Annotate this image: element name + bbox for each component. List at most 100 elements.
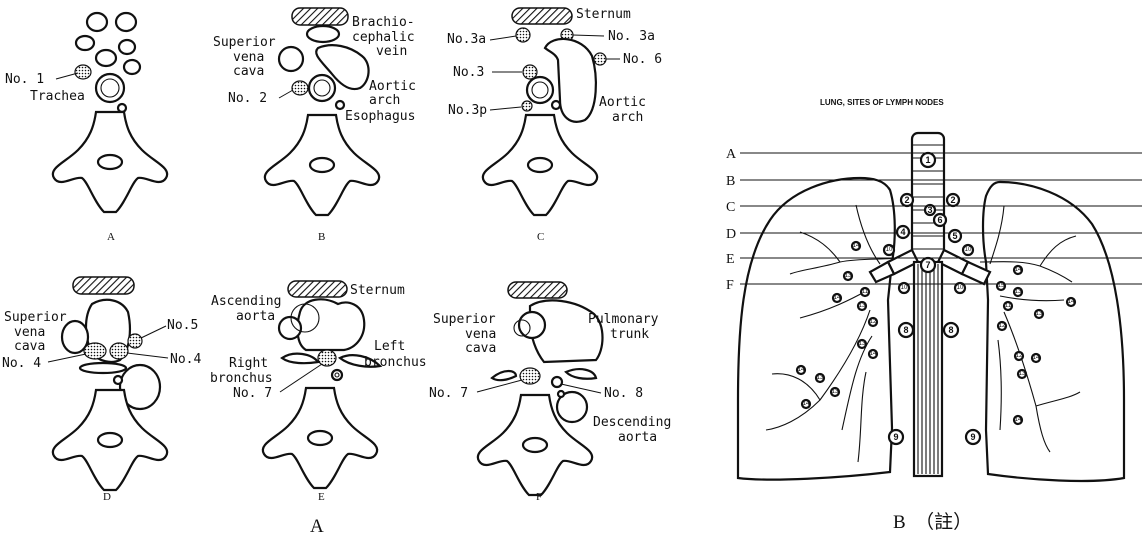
svg-text:2: 2 xyxy=(950,195,955,205)
svg-text:12: 12 xyxy=(999,323,1006,329)
label-left-bronchus-2: bronchus xyxy=(364,355,427,370)
label-right-bronchus-1: Right xyxy=(229,356,268,371)
caption-b: B xyxy=(318,231,325,243)
label-no6: No. 6 xyxy=(623,52,662,67)
svg-text:10: 10 xyxy=(965,247,972,253)
caption-a: A xyxy=(107,231,115,243)
svg-text:8: 8 xyxy=(948,325,953,335)
label-svc-3: cava xyxy=(233,64,264,79)
label-no3a-left: No.3a xyxy=(447,32,486,47)
label-pulm-trunk-1: Pulmonary xyxy=(588,312,659,327)
diagram-b: Superior vena cava Brachio- cephalic vei… xyxy=(213,8,416,243)
label-asc-aorta-1: Ascending xyxy=(211,294,281,309)
svg-text:15: 15 xyxy=(998,283,1005,289)
diagram-e: Sternum Ascending aorta Left bronchus Ri… xyxy=(210,281,427,503)
label-svc-d-1: Superior xyxy=(4,310,67,325)
svg-text:14: 14 xyxy=(834,295,841,301)
label-svc-f-1: Superior xyxy=(433,312,496,327)
svg-text:14: 14 xyxy=(803,401,810,407)
svg-text:14: 14 xyxy=(870,351,877,357)
label-svc-d-3: cava xyxy=(14,339,45,354)
svg-text:13: 13 xyxy=(859,303,866,309)
svg-text:5: 5 xyxy=(952,231,957,241)
level-label-f: F xyxy=(726,278,734,293)
label-svc-1: Superior xyxy=(213,35,276,50)
level-label-a: A xyxy=(726,147,737,162)
label-no7-f: No. 7 xyxy=(429,386,468,401)
caption-d: D xyxy=(103,491,111,503)
lung-title: LUNG, SITES OF LYMPH NODES xyxy=(820,98,944,107)
svg-text:3: 3 xyxy=(927,205,932,215)
label-left-bronchus-1: Left xyxy=(374,339,405,354)
caption-e: E xyxy=(318,491,325,503)
label-asc-aorta-2: aorta xyxy=(236,309,275,324)
esophagus-column xyxy=(914,262,942,476)
svg-text:14: 14 xyxy=(1015,267,1022,273)
label-pulm-trunk-2: trunk xyxy=(610,327,649,342)
diagram-f: Superior vena cava Pulmonary trunk No. 7… xyxy=(429,282,671,503)
label-no3p: No.3p xyxy=(448,103,487,118)
label-brachio-1: Brachio- xyxy=(352,15,415,30)
diagram-d: Superior vena cava No.5 No. 4 No.4 D xyxy=(2,277,201,503)
svg-text:13: 13 xyxy=(1036,311,1043,317)
caption-c: C xyxy=(537,231,544,243)
svg-text:11: 11 xyxy=(1005,303,1012,309)
label-aortic-arch-c-1: Aortic xyxy=(599,95,646,110)
svg-text:14: 14 xyxy=(1068,299,1075,305)
label-svc-f-3: cava xyxy=(465,341,496,356)
svg-text:14: 14 xyxy=(1033,355,1040,361)
svg-text:12: 12 xyxy=(1016,353,1023,359)
label-trachea: Trachea xyxy=(30,89,85,104)
label-svc-f-2: vena xyxy=(465,327,496,342)
label-svc-2: vena xyxy=(233,50,264,65)
label-right-bronchus-2: bronchus xyxy=(210,371,273,386)
level-label-b: B xyxy=(726,174,735,189)
level-label-c: C xyxy=(726,200,735,215)
label-no5: No.5 xyxy=(167,318,198,333)
label-aortic-arch-1: Aortic xyxy=(369,79,416,94)
svg-text:1: 1 xyxy=(925,155,930,165)
level-label-e: E xyxy=(726,252,735,267)
label-no7-e: No. 7 xyxy=(233,386,272,401)
label-sternum-c: Sternum xyxy=(576,7,631,22)
svg-text:8: 8 xyxy=(903,325,908,335)
svg-text:9: 9 xyxy=(893,432,898,442)
caption-f: F xyxy=(536,491,542,503)
diagram-c: Sternum No.3a No. 3a No.3 No. 6 No.3p Ao… xyxy=(447,7,662,243)
svg-text:14: 14 xyxy=(798,367,805,373)
label-aortic-arch-2: arch xyxy=(369,93,400,108)
label-svc-d-2: vena xyxy=(14,325,45,340)
svg-text:10: 10 xyxy=(886,247,893,253)
panel-b-caption: B （註） xyxy=(893,511,972,533)
label-no1: No. 1 xyxy=(5,72,44,87)
label-no2: No. 2 xyxy=(228,91,267,106)
label-no3a-right: No. 3a xyxy=(608,29,655,44)
svg-text:7: 7 xyxy=(925,260,930,270)
svg-text:13: 13 xyxy=(859,341,866,347)
label-brachio-2: cephalic xyxy=(352,30,415,45)
svg-text:6: 6 xyxy=(937,215,942,225)
label-no4-left: No. 4 xyxy=(2,356,41,371)
right-lung-outline xyxy=(738,178,895,480)
label-brachio-3: vein xyxy=(376,44,407,59)
svg-text:10: 10 xyxy=(901,285,908,291)
label-aortic-arch-c-2: arch xyxy=(612,110,643,125)
diagram-lung: LUNG, SITES OF LYMPH NODES xyxy=(726,98,1142,533)
svg-text:13: 13 xyxy=(1015,289,1022,295)
svg-text:13: 13 xyxy=(832,389,839,395)
label-sternum-e: Sternum xyxy=(350,283,405,298)
svg-text:13: 13 xyxy=(817,375,824,381)
svg-text:12: 12 xyxy=(870,319,877,325)
svg-text:10: 10 xyxy=(957,285,964,291)
diagram-a: No. 1 Trachea A xyxy=(5,13,167,243)
left-lung-outline xyxy=(983,182,1124,481)
svg-text:11: 11 xyxy=(862,289,869,295)
label-no8: No. 8 xyxy=(604,386,643,401)
sternum-hatch xyxy=(292,8,348,25)
label-desc-aorta-1: Descending xyxy=(593,415,671,430)
label-no4-right: No.4 xyxy=(170,352,201,367)
svg-text:9: 9 xyxy=(970,432,975,442)
svg-text:14: 14 xyxy=(853,243,860,249)
panel-a-caption: A xyxy=(310,516,324,537)
